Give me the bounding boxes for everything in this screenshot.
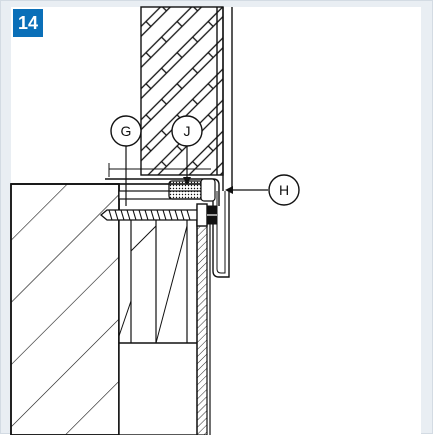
callout-j-label: J [184,123,191,139]
callout-j: J [171,115,203,185]
callout-g-label: G [121,123,132,139]
screw [99,203,218,227]
lower-wall [10,183,120,435]
callout-g: G [110,115,142,206]
sealing-strip [168,178,216,202]
upper-panel [140,6,233,191]
callout-h: H [225,174,300,206]
frame-profile [118,218,198,435]
step-number-badge: 14 [13,9,43,37]
callout-h-label: H [279,182,289,198]
